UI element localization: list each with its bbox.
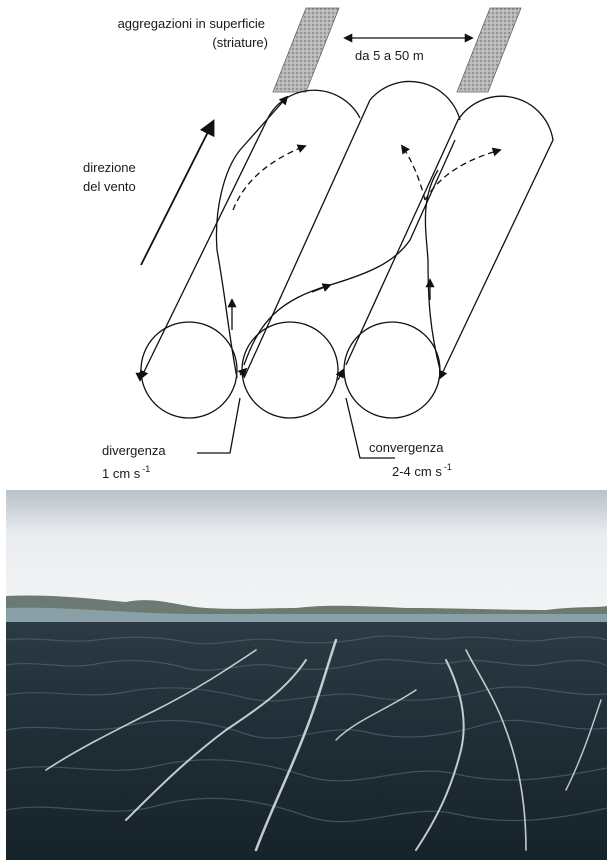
divergence-value: 1 cm s-1 xyxy=(102,464,150,481)
surface-streak-right xyxy=(457,8,521,92)
surface-aggregations-label-2: (striature) xyxy=(212,35,268,50)
convergence-label: convergenza xyxy=(369,440,444,455)
cylinder-roll-3 xyxy=(346,96,553,378)
roll-circle-1 xyxy=(141,322,237,418)
wind-direction-label-2: del vento xyxy=(83,179,136,194)
dashed-flow-arrow-1 xyxy=(233,146,305,210)
sea-surface-photo xyxy=(6,490,607,860)
divergence-leader xyxy=(197,398,240,453)
spacing-label: da 5 a 50 m xyxy=(355,48,424,63)
dashed-flow-arrow-2 xyxy=(402,146,425,200)
convergence-value: 2-4 cm s-1 xyxy=(392,462,452,479)
surface-streak-left xyxy=(273,8,339,92)
cylinder-roll-1 xyxy=(141,90,360,378)
wind-direction-label-1: direzione xyxy=(83,160,136,175)
surface-aggregations-label-1: aggregazioni in superficie xyxy=(118,16,265,31)
divergence-label: divergenza xyxy=(102,443,166,458)
langmuir-circulation-diagram: aggregazioni in superficie (striature) d… xyxy=(0,0,609,490)
cylinder-roll-2 xyxy=(244,81,460,378)
dashed-flow-arrow-3 xyxy=(425,150,500,200)
wind-direction-arrow-icon xyxy=(141,122,213,265)
sky xyxy=(6,490,607,615)
